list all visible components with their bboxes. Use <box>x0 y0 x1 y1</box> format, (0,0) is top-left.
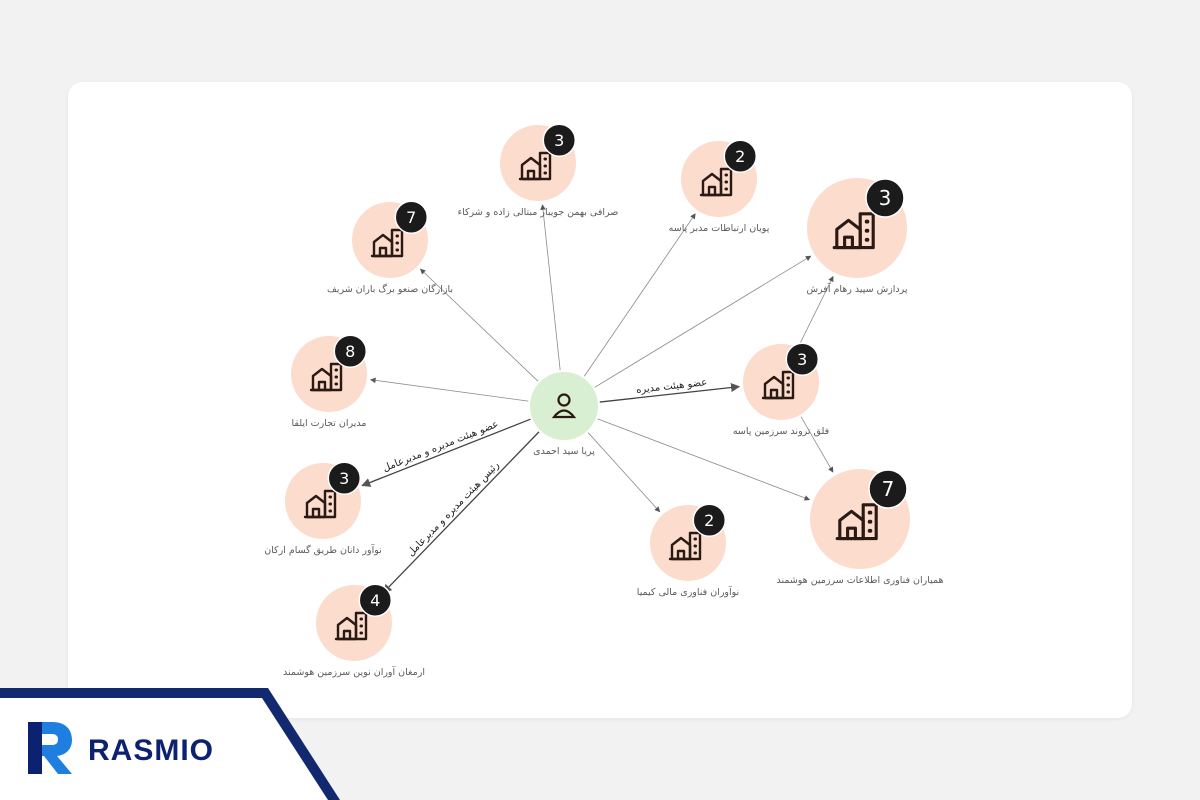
edge-center-c6 <box>587 432 661 513</box>
count-badge <box>333 334 368 368</box>
company-node[interactable]: 3 نوآور دانان طریق گسام ارکان <box>264 461 382 556</box>
count-badge <box>785 342 820 376</box>
brand-name: RASMIO <box>88 734 214 767</box>
company-node[interactable]: 3 صرافی بهمن جویبار مبتالی زاده و شرکاء <box>458 123 619 218</box>
edge-center-c3 <box>594 255 812 388</box>
brand-band <box>0 688 340 800</box>
company-label: پویان ارتباطات مدبر پاسه <box>669 223 770 234</box>
company-label: ارمغان آوران نوین سرزمین هوشمند <box>283 665 425 678</box>
company-node[interactable]: 3 پردازش سپید رهام آفرش <box>806 178 908 295</box>
edge-center-c5 <box>597 418 811 501</box>
edge-center-c7 <box>382 431 540 594</box>
edge-center-c4 <box>599 382 741 403</box>
edge-label: عضو هیئت مدیره و مدیرعامل <box>381 419 500 475</box>
count-badge <box>868 469 908 509</box>
company-label: پردازش سپید رهام آفرش <box>806 282 907 295</box>
count-badge-text: 8 <box>345 342 355 361</box>
company-label: فلق تروند سرزمین پاسه <box>733 426 829 437</box>
company-label: همیاران فناوری اطلاعات سرزمین هوشمند <box>776 575 943 586</box>
company-node[interactable]: 2 پویان ارتباطات مدبر پاسه <box>669 139 770 234</box>
company-label: بازارگان صنعو برگ باران شریف <box>327 282 453 295</box>
company-label: صرافی بهمن جویبار مبتالی زاده و شرکاء <box>458 207 619 218</box>
company-label: نوآوران فناوری مالی کیمیا <box>637 585 739 598</box>
company-node[interactable]: 2 نوآوران فناوری مالی کیمیا <box>637 503 739 598</box>
count-badge-text: 3 <box>879 186 892 210</box>
building-icon <box>334 611 368 641</box>
company-node[interactable]: 3 فلق تروند سرزمین پاسه <box>733 342 829 437</box>
count-badge <box>394 200 429 234</box>
edge-c4-c3 <box>798 275 834 347</box>
count-badge <box>542 123 577 157</box>
graph-card: عضو هیئت مدیره رئیس هیئت مدیره و مدیرعامل… <box>68 82 1132 718</box>
edges-layer <box>361 204 834 594</box>
count-badge <box>358 583 393 617</box>
count-badge <box>327 461 362 495</box>
company-node[interactable]: 4 ارمغان آوران نوین سرزمین هوشمند <box>283 583 425 678</box>
edge-center-c8 <box>361 418 531 487</box>
rasmio-logo-icon <box>28 722 72 774</box>
company-label: مدیران تجارت ایلقا <box>292 418 367 429</box>
company-node[interactable]: 7 همیاران فناوری اطلاعات سرزمین هوشمند <box>776 469 944 586</box>
person-label: پریا سید احمدی <box>533 446 595 457</box>
nodes-layer: 3 صرافی بهمن جویبار مبتالی زاده و شرکاء 2 پ… <box>264 123 944 678</box>
edge-center-c10 <box>419 268 539 382</box>
edge-label: عضو هیئت مدیره <box>636 377 708 396</box>
count-badge <box>723 139 758 173</box>
count-badge <box>865 178 905 218</box>
count-badge-text: 2 <box>735 147 745 166</box>
edge-c4-c5 <box>800 416 834 473</box>
edge-center-c9 <box>370 377 529 402</box>
count-badge-text: 2 <box>704 511 714 530</box>
relationship-graph: عضو هیئت مدیره رئیس هیئت مدیره و مدیرعامل… <box>264 123 944 678</box>
edge-center-c1 <box>540 204 561 371</box>
edge-center-c2 <box>583 213 696 377</box>
person-icon <box>551 393 577 419</box>
count-badge-text: 7 <box>882 477 895 501</box>
count-badge-text: 3 <box>339 469 349 488</box>
edge-label: رئیس هیئت مدیره و مدیرعامل <box>405 460 501 559</box>
company-label: نوآور دانان طریق گسام ارکان <box>264 543 382 556</box>
person-node[interactable]: پریا سید احمدی <box>530 372 598 457</box>
count-badge-text: 3 <box>554 131 564 150</box>
building-icon <box>668 531 702 561</box>
count-badge-text: 4 <box>370 591 380 610</box>
count-badge-text: 7 <box>406 208 416 227</box>
count-badge <box>692 503 727 537</box>
company-node[interactable]: 8 مدیران تجارت ایلقا <box>291 334 368 429</box>
company-node[interactable]: 7 بازارگان صنعو برگ باران شریف <box>327 200 453 295</box>
count-badge-text: 3 <box>797 350 807 369</box>
